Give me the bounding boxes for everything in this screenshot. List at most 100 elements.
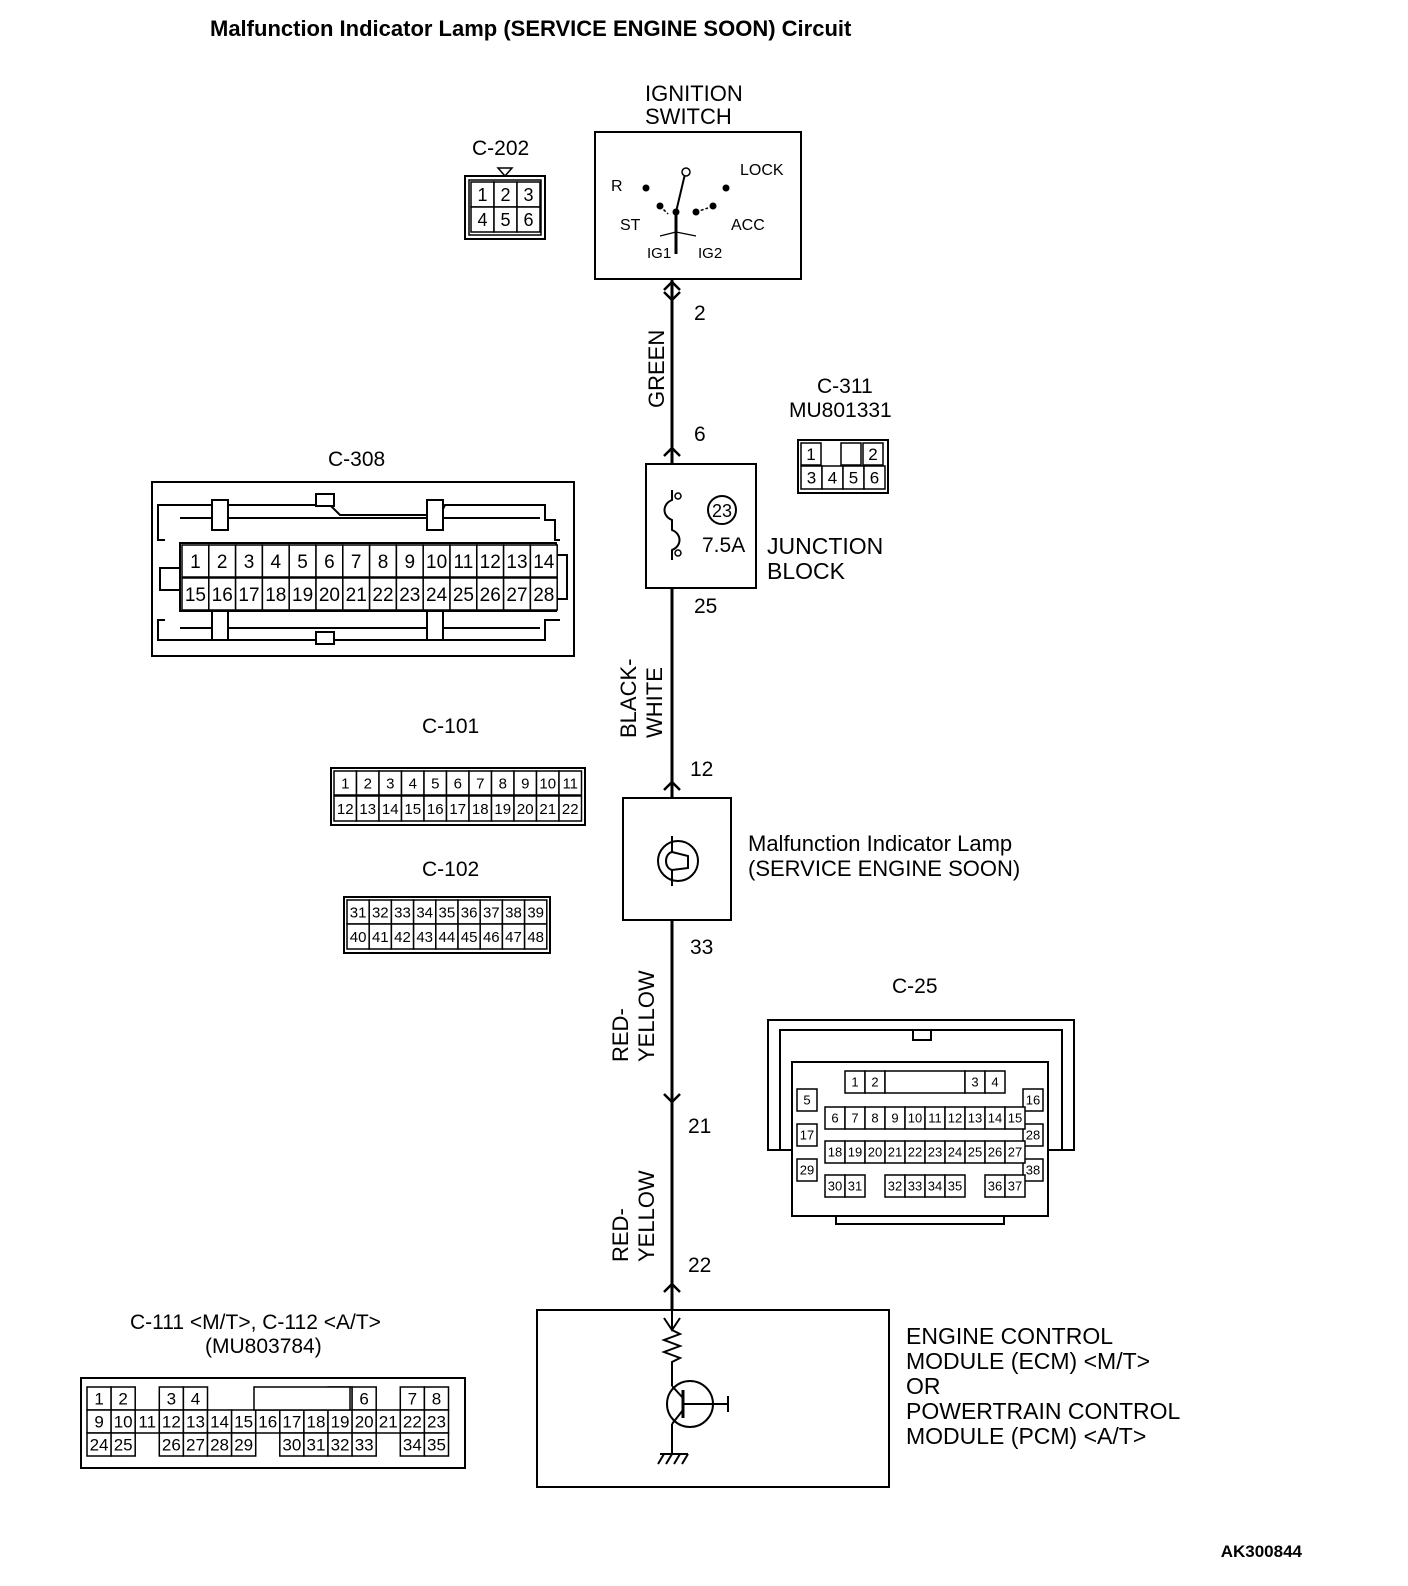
c308-cell <box>342 577 371 611</box>
c111-cell <box>110 1432 136 1457</box>
c25-pin: 36 <box>988 1179 1002 1194</box>
c111-pin: 26 <box>162 1436 181 1455</box>
c25-pin: 26 <box>988 1145 1002 1160</box>
c311-pin: 1 <box>806 445 815 464</box>
c308-cell <box>288 544 317 578</box>
c101-pin: 21 <box>539 801 556 818</box>
c25-pin: 2 <box>871 1075 878 1090</box>
c308-pin: 18 <box>265 585 286 606</box>
switch-pivot <box>681 167 691 177</box>
c111-pin: 16 <box>258 1413 277 1432</box>
c308-pin: 20 <box>319 585 340 606</box>
c111-pin: 2 <box>118 1390 127 1409</box>
c102-pin: 40 <box>350 929 367 946</box>
c101-pin: 20 <box>517 801 534 818</box>
wire-color-ry1-1: RED- <box>608 1008 633 1062</box>
c308-pin: 27 <box>506 585 527 606</box>
junction-block: 23 7.5A JUNCTION BLOCK <box>645 463 883 589</box>
c25-pin: 1 <box>851 1075 858 1090</box>
c25-cell <box>796 1088 818 1112</box>
c101-pin: 17 <box>449 801 466 818</box>
c308-pin: 1 <box>190 552 201 573</box>
c308-pin: 2 <box>217 552 228 573</box>
c101-pin: 9 <box>521 775 529 792</box>
c102-pin: 43 <box>416 929 433 946</box>
c25-pin: 17 <box>800 1128 814 1143</box>
c25-pin: 22 <box>908 1145 922 1160</box>
c111-pin: 18 <box>306 1413 325 1432</box>
c111-pin: 29 <box>234 1436 253 1455</box>
c102-pin: 35 <box>439 904 456 921</box>
c311-pin: 4 <box>828 469 837 488</box>
c308-cell <box>181 544 210 578</box>
c25-pin: 5 <box>803 1093 810 1108</box>
pin-lamp-out: 33 <box>690 936 713 959</box>
c101-pin: 22 <box>562 801 579 818</box>
c102-pin: 33 <box>394 904 411 921</box>
c308-pin: 10 <box>426 552 447 573</box>
c308-label: C-308 <box>328 448 385 471</box>
c25-pin: 7 <box>851 1111 858 1126</box>
pin-ecm: 22 <box>688 1254 711 1277</box>
c102-pin: 48 <box>527 929 544 946</box>
c111-pin: 15 <box>234 1413 253 1432</box>
c102-pin: 41 <box>372 929 389 946</box>
wire-color-ry2-1: RED- <box>608 1208 633 1262</box>
c308-cell <box>529 544 558 578</box>
c101-pin: 18 <box>472 801 489 818</box>
c102-pin: 46 <box>483 929 500 946</box>
c25-pin: 18 <box>828 1145 842 1160</box>
c308-cell <box>234 577 264 611</box>
c308-pin: 14 <box>533 552 555 573</box>
fuse-icon <box>663 490 681 560</box>
c111-cell <box>351 1432 377 1457</box>
ecm-label-2: MODULE (ECM) <M/T> <box>906 1348 1150 1374</box>
c308-cell <box>502 577 532 611</box>
c111-label-1: C-111 <M/T>, C-112 <A/T> <box>130 1311 381 1334</box>
c25-cell <box>796 1158 818 1182</box>
c25-cell <box>796 1123 818 1147</box>
c101-pin: 10 <box>539 775 556 792</box>
c25-pin: 37 <box>1008 1179 1022 1194</box>
figure-id: AK300844 <box>1221 1542 1303 1561</box>
c202-label: C-202 <box>472 137 529 160</box>
c101-cell <box>558 770 583 796</box>
wire-color-ry1-2: YELLOW <box>634 970 659 1062</box>
c308-cell <box>529 577 558 611</box>
c311-pin: 5 <box>849 469 858 488</box>
wire-color-green: GREEN <box>644 330 669 408</box>
lamp-label-1: Malfunction Indicator Lamp <box>748 831 1012 856</box>
c202-pin: 4 <box>477 210 487 230</box>
c111-pin: 9 <box>94 1413 103 1432</box>
wire-color-bw-2: WHITE <box>642 667 667 738</box>
c102-pin: 31 <box>350 904 367 921</box>
c202-pin: 1 <box>477 185 487 205</box>
c111-pin: 7 <box>408 1390 417 1409</box>
c111-pin: 6 <box>359 1390 368 1409</box>
c111-pin: 17 <box>282 1413 301 1432</box>
ignition-switch: IGNITION SWITCH R LOCK ST ACC IG1 IG2 <box>594 81 802 280</box>
c102-pin: 42 <box>394 929 411 946</box>
fuse-number: 23 <box>712 501 732 521</box>
c111-cell <box>253 1386 351 1411</box>
resistor-icon <box>661 1310 683 1386</box>
c101-label: C-101 <box>422 715 479 738</box>
c111-pin: 33 <box>355 1436 374 1455</box>
c102-cell <box>523 923 548 950</box>
c308-cell <box>181 577 210 611</box>
c308-cell <box>342 544 371 578</box>
c308-cell <box>502 544 532 578</box>
fuse-rating: 7.5A <box>702 534 745 557</box>
ignition-switch-box <box>594 131 802 280</box>
c111-pin: 4 <box>191 1390 200 1409</box>
c111-pin: 8 <box>432 1390 441 1409</box>
lamp-label-2: (SERVICE ENGINE SOON) <box>748 856 1020 881</box>
switch-pos-acc: ACC <box>731 217 765 234</box>
pin-c25: 21 <box>688 1115 711 1138</box>
c102-pin: 32 <box>372 904 389 921</box>
junction-block-box <box>645 463 757 589</box>
c308-pin: 11 <box>454 552 474 573</box>
